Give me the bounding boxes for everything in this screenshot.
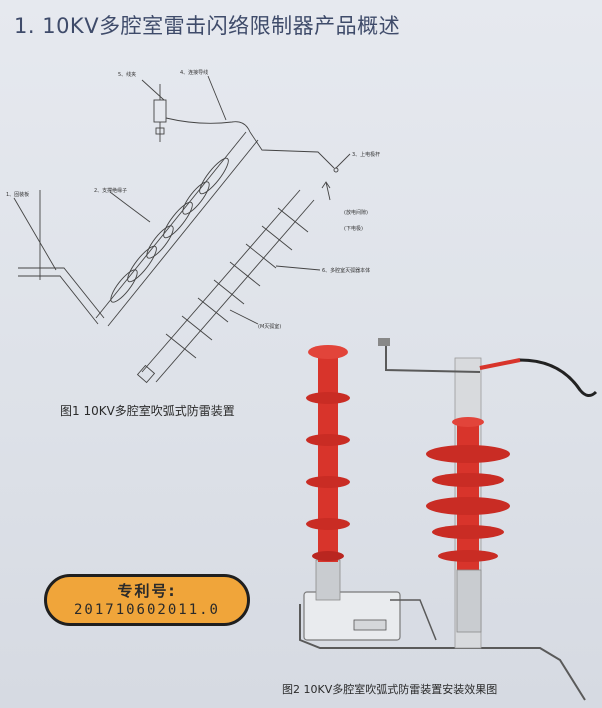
fig1-label-arrester-body: 6、多腔室灭弧器本体 (322, 267, 370, 274)
fig1-label-lower-electrode: (下电极) (344, 225, 363, 232)
page-title: 1. 10KV多腔室雷击闪络限制器产品概述 (14, 14, 401, 38)
patent-number: 201710602011.0 (73, 602, 220, 618)
fig1-label-wire: 4、连接导线 (180, 69, 208, 76)
fig1-label-upper-electrode: 3、上电极杆 (352, 151, 380, 158)
figure2-illustration (299, 338, 598, 701)
figure1-caption: 图1 10KV多腔室吹弧式防雷装置 (60, 404, 235, 418)
fig1-label-support-insulator: 2、支撑绝缘子 (94, 187, 127, 194)
fig1-label-clamp: 5、线夹 (118, 71, 136, 78)
fig1-label-mount-plate: 1、固装板 (6, 191, 29, 198)
figure2-caption: 图2 10KV多腔室吹弧式防雷装置安装效果图 (282, 683, 498, 696)
patent-badge: 专利号: 201710602011.0 (44, 574, 250, 626)
fig1-label-gap: (放电间隙) (344, 209, 368, 216)
fig1-label-chamber: (M灭弧室) (258, 323, 281, 330)
patent-label: 专利号: (117, 582, 177, 600)
